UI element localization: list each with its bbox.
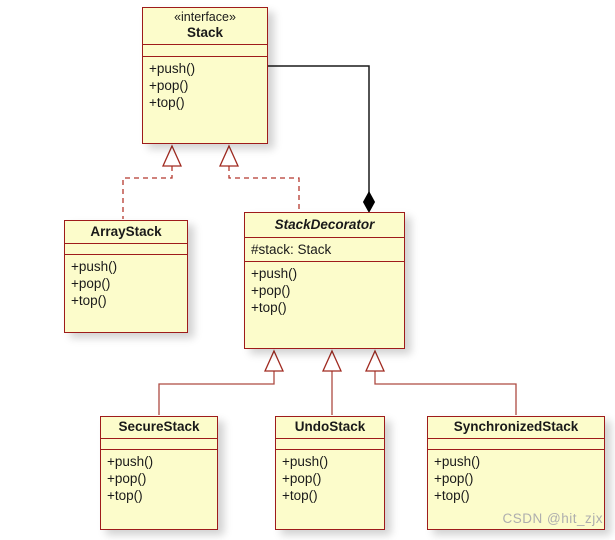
attributes-compartment: [143, 45, 267, 57]
realization-edge-arraystack-stack: [122, 166, 173, 219]
operation: +top(): [434, 488, 470, 503]
operation: +pop(): [251, 283, 291, 298]
operation: +push(): [71, 259, 118, 274]
attributes-compartment: #stack: Stack: [245, 238, 404, 262]
attributes-compartment: [428, 439, 604, 450]
class-name: SecureStack: [118, 419, 200, 435]
generalization-arrowhead-left: [263, 349, 285, 372]
class-header: StackDecorator: [245, 213, 404, 238]
operation: +pop(): [434, 471, 474, 486]
realization-edge-stackdecorator-stack: [228, 166, 300, 211]
class-name: ArrayStack: [90, 223, 162, 239]
attributes-compartment: [276, 439, 384, 450]
generalization-arrowhead-right: [364, 349, 386, 372]
operation: +top(): [149, 95, 185, 110]
csdn-watermark: CSDN @hit_zjx: [502, 511, 603, 526]
operations-compartment: +push() +pop() +top(): [428, 450, 604, 529]
generalization-edge-synchronizedstack: [374, 371, 517, 415]
class-box-stackdecorator: StackDecorator #stack: Stack +push() +po…: [244, 212, 405, 349]
class-header: «interface» Stack: [143, 8, 267, 45]
class-box-undostack: UndoStack +push() +pop() +top(): [275, 416, 385, 530]
operation: +push(): [282, 454, 329, 469]
class-box-synchronizedstack: SynchronizedStack +push() +pop() +top(): [427, 416, 605, 530]
class-box-arraystack: ArrayStack +push() +pop() +top(): [64, 220, 188, 333]
class-header: ArrayStack: [65, 221, 187, 244]
stereotype-label: «interface»: [174, 10, 236, 25]
realization-arrowhead-arraystack: [161, 144, 183, 167]
operations-compartment: +push() +pop() +top(): [143, 57, 267, 143]
realization-arrowhead-stackdecorator: [218, 144, 240, 167]
class-header: SynchronizedStack: [428, 417, 604, 439]
composition-diamond: [362, 190, 376, 214]
generalization-arrowhead-middle: [321, 349, 343, 372]
class-header: UndoStack: [276, 417, 384, 439]
operation: +push(): [107, 454, 154, 469]
class-name: StackDecorator: [274, 216, 375, 232]
operations-compartment: +push() +pop() +top(): [101, 450, 217, 529]
operation: +pop(): [71, 276, 111, 291]
operations-compartment: +push() +pop() +top(): [245, 262, 404, 348]
operation: +push(): [149, 61, 196, 76]
class-name: UndoStack: [294, 419, 366, 435]
operation: +pop(): [107, 471, 147, 486]
operation: +top(): [251, 300, 287, 315]
class-name: Stack: [186, 25, 224, 41]
attributes-compartment: [65, 244, 187, 255]
operation: +top(): [71, 293, 107, 308]
operations-compartment: +push() +pop() +top(): [65, 255, 187, 332]
attributes-compartment: [101, 439, 217, 450]
class-header: SecureStack: [101, 417, 217, 439]
class-box-stack: «interface» Stack +push() +pop() +top(): [142, 7, 268, 144]
attribute: #stack: Stack: [251, 242, 332, 257]
operation: +top(): [282, 488, 318, 503]
operation: +pop(): [149, 78, 189, 93]
operations-compartment: +push() +pop() +top(): [276, 450, 384, 529]
operation: +top(): [107, 488, 143, 503]
operation: +push(): [434, 454, 481, 469]
generalization-edge-securestack: [158, 371, 275, 415]
operation: +pop(): [282, 471, 322, 486]
class-name: SynchronizedStack: [453, 419, 579, 435]
operation: +push(): [251, 266, 298, 281]
class-box-securestack: SecureStack +push() +pop() +top(): [100, 416, 218, 530]
composition-edge-stackdecorator-stack: [268, 65, 370, 193]
